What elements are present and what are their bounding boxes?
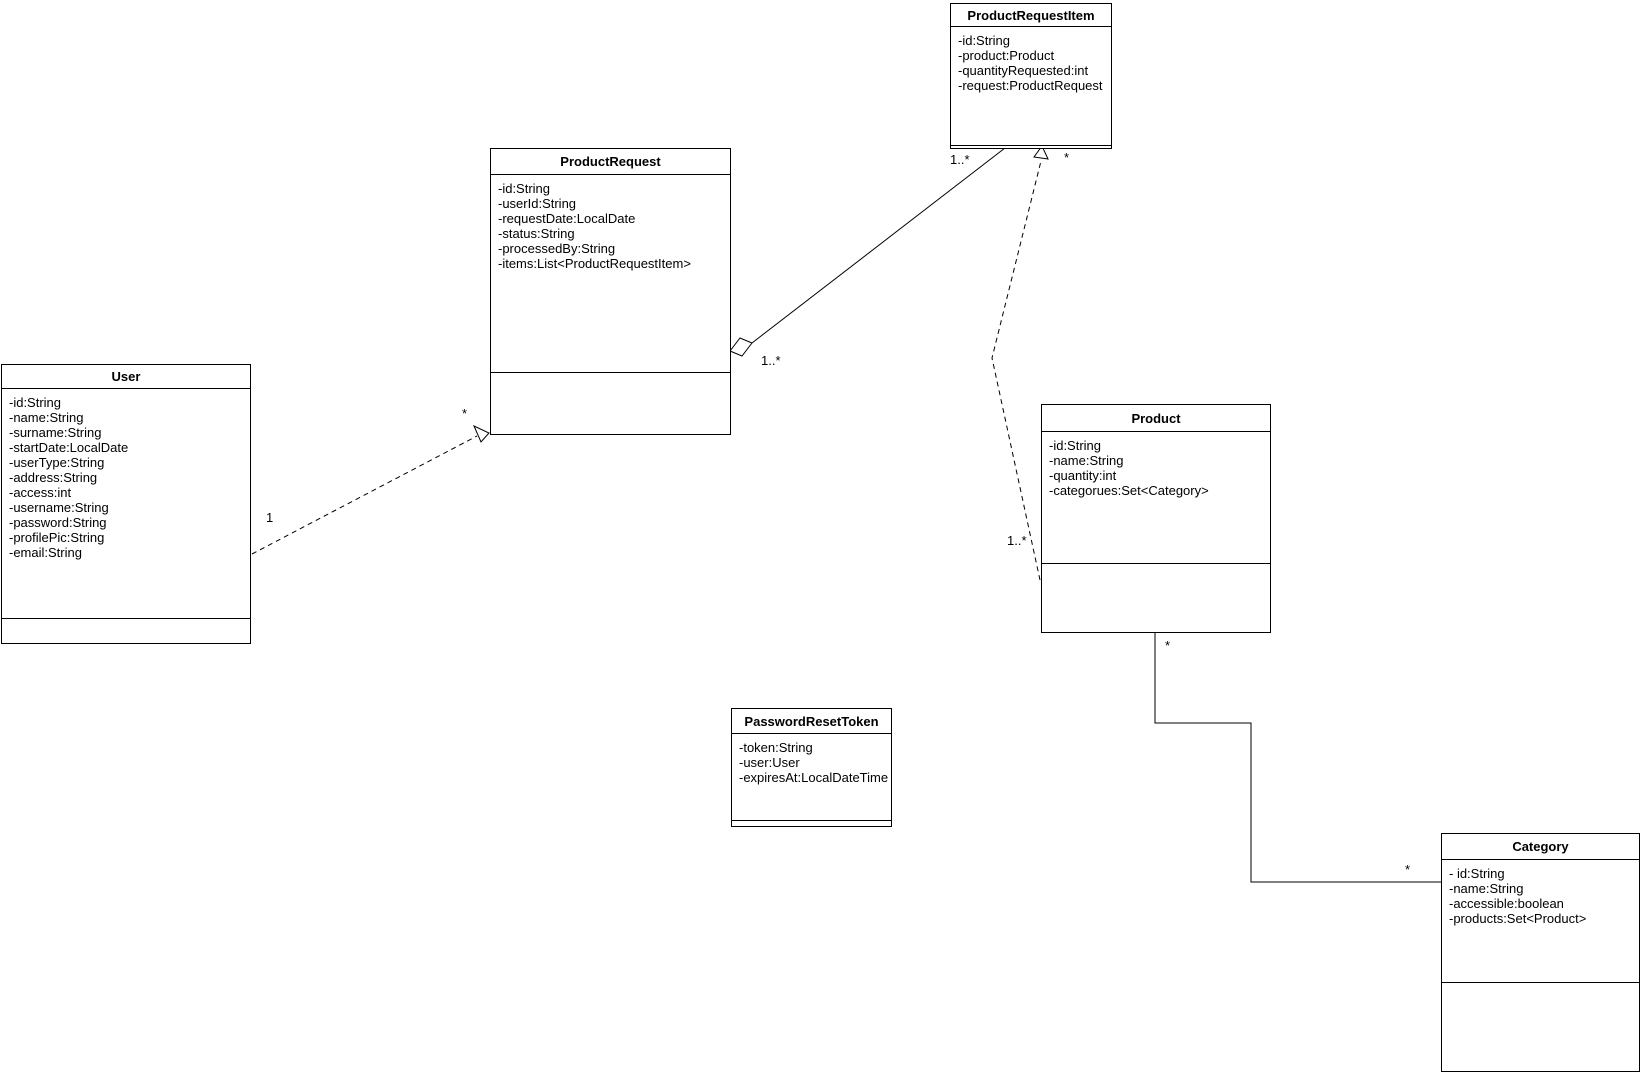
attribute: -profilePic:String bbox=[9, 530, 105, 545]
class-title: Category bbox=[1442, 834, 1639, 860]
association-line-product-category bbox=[1154, 633, 1441, 883]
attribute: -products:Set<Product> bbox=[1449, 911, 1587, 926]
attribute: -id:String bbox=[498, 181, 551, 196]
attribute: -token:String bbox=[739, 740, 813, 755]
attribute: -processedBy:String bbox=[498, 241, 616, 256]
class-attributes: -token:String -user:User -expiresAt:Loca… bbox=[732, 734, 891, 821]
attribute: -expiresAt:LocalDateTime bbox=[739, 770, 889, 785]
multiplicity-label: * bbox=[1165, 638, 1171, 653]
attribute: -name:String bbox=[1449, 881, 1524, 896]
attribute: -status:String bbox=[498, 226, 575, 241]
attribute: -access:int bbox=[9, 485, 72, 500]
attribute: -userType:String bbox=[9, 455, 105, 470]
class-title: Product bbox=[1042, 405, 1270, 432]
multiplicity-label: 1..* bbox=[950, 152, 970, 167]
class-password-reset-token[interactable]: PasswordResetToken -token:String -user:U… bbox=[731, 708, 892, 827]
attribute: -startDate:LocalDate bbox=[9, 440, 129, 455]
attribute: - id:String bbox=[1449, 866, 1505, 881]
dashed-line-user-productrequest bbox=[251, 435, 478, 555]
class-title: ProductRequestItem bbox=[951, 4, 1111, 27]
attribute: -id:String bbox=[9, 395, 62, 410]
attribute: -id:String bbox=[958, 33, 1011, 48]
attribute: -password:String bbox=[9, 515, 107, 530]
attribute: -surname:String bbox=[9, 425, 102, 440]
class-methods-empty bbox=[951, 146, 1111, 148]
aggregation-diamond-icon bbox=[729, 337, 753, 357]
class-title: User bbox=[2, 365, 250, 389]
class-attributes: -id:String -name:String -quantity:int -c… bbox=[1042, 432, 1270, 564]
aggregation-line-productrequest-productrequestitem bbox=[751, 147, 1006, 344]
attribute: -name:String bbox=[9, 410, 84, 425]
generalization-arrow-icon bbox=[473, 424, 490, 443]
class-methods-empty bbox=[1442, 983, 1639, 1071]
attribute: -username:String bbox=[9, 500, 109, 515]
attribute: -quantity:int bbox=[1049, 468, 1117, 483]
attribute: -userId:String bbox=[498, 196, 577, 211]
class-title: PasswordResetToken bbox=[732, 709, 891, 734]
attribute: -accessible:boolean bbox=[1449, 896, 1564, 911]
attribute: -email:String bbox=[9, 545, 82, 560]
class-methods-empty bbox=[1042, 564, 1270, 632]
multiplicity-label: 1..* bbox=[1007, 533, 1027, 548]
class-attributes: -id:String -name:String -surname:String … bbox=[2, 389, 250, 619]
multiplicity-label: * bbox=[1405, 862, 1411, 877]
class-attributes: -id:String -userId:String -requestDate:L… bbox=[491, 175, 730, 373]
class-user[interactable]: User -id:String -name:String -surname:St… bbox=[1, 364, 251, 644]
class-methods-empty bbox=[2, 619, 250, 643]
dashed-line-product-productrequestitem bbox=[991, 160, 1042, 581]
class-product[interactable]: Product -id:String -name:String -quantit… bbox=[1041, 404, 1271, 633]
class-title: ProductRequest bbox=[491, 149, 730, 175]
attribute: -categorues:Set<Category> bbox=[1049, 483, 1209, 498]
attribute: -request:ProductRequest bbox=[958, 78, 1103, 93]
attribute: -quantityRequested:int bbox=[958, 63, 1089, 78]
attribute: -address:String bbox=[9, 470, 98, 485]
class-attributes: -id:String -product:Product -quantityReq… bbox=[951, 27, 1111, 146]
multiplicity-label: 1..* bbox=[761, 353, 781, 368]
attribute: -name:String bbox=[1049, 453, 1124, 468]
multiplicity-label: * bbox=[462, 406, 468, 421]
class-product-request-item[interactable]: ProductRequestItem -id:String -product:P… bbox=[950, 3, 1112, 149]
class-methods-empty bbox=[491, 373, 730, 434]
attribute: -id:String bbox=[1049, 438, 1102, 453]
class-category[interactable]: Category - id:String -name:String -acces… bbox=[1441, 833, 1640, 1072]
attribute: -items:List<ProductRequestItem> bbox=[498, 256, 691, 271]
class-attributes: - id:String -name:String -accessible:boo… bbox=[1442, 860, 1639, 983]
class-methods-empty bbox=[732, 821, 891, 826]
multiplicity-label: * bbox=[1064, 150, 1070, 165]
attribute: -user:User bbox=[739, 755, 800, 770]
multiplicity-label: 1 bbox=[266, 510, 274, 525]
class-product-request[interactable]: ProductRequest -id:String -userId:String… bbox=[490, 148, 731, 435]
attribute: -requestDate:LocalDate bbox=[498, 211, 636, 226]
attribute: -product:Product bbox=[958, 48, 1055, 63]
